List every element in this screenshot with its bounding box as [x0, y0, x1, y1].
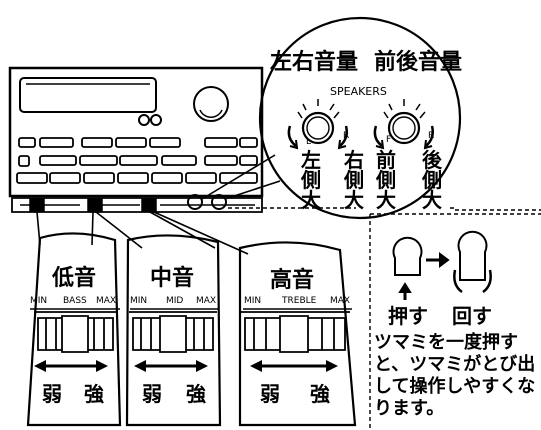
- left-side-char-3: 大: [301, 188, 321, 212]
- front-side-char-2: 側: [376, 168, 396, 192]
- mid-min: MIN: [130, 296, 148, 306]
- front-side-char-1: 前: [376, 148, 396, 172]
- r-mark: R: [343, 131, 350, 141]
- cassette-window: [19, 77, 157, 113]
- fader-title: 前後音量: [374, 50, 463, 75]
- treble-strong: 強: [310, 382, 330, 406]
- left-side-char-2: 側: [301, 168, 321, 192]
- speakers-label: SPEAKERS: [330, 85, 387, 98]
- roller-icon: [138, 114, 150, 126]
- right-side-char-1: 右: [344, 148, 364, 172]
- mid-panel: [125, 234, 222, 427]
- left-side-char-1: 左: [301, 148, 321, 172]
- treble-min: MIN: [244, 296, 262, 306]
- balance-callout-circle: [258, 16, 462, 220]
- slider-strip: [11, 197, 263, 213]
- rotate-arrow-icon: [339, 125, 348, 147]
- balance-knob: [187, 194, 203, 210]
- bass-knob-label: BASS: [63, 296, 87, 306]
- turn-label: 回す: [452, 304, 492, 328]
- volume-knob: [193, 86, 229, 122]
- mid-knob-label: MID: [166, 296, 184, 306]
- rear-side-char-3: 大: [422, 188, 442, 212]
- button-row-3: [16, 172, 48, 184]
- roller-icon: [150, 114, 162, 126]
- treble-knob-label: TREBLE: [282, 296, 317, 306]
- treble-weak: 弱: [260, 382, 280, 406]
- bass-max: MAX: [96, 296, 117, 306]
- button-row-2: [18, 155, 30, 167]
- l-mark: L: [306, 137, 312, 147]
- button-row-1: [18, 137, 36, 148]
- knob-note: ツマミを一度押すと、ツマミがとび出して操作しやすくなります。: [374, 332, 536, 419]
- bass-min: MIN: [30, 296, 48, 306]
- right-side-char-2: 側: [344, 168, 364, 192]
- note-box: [369, 213, 541, 430]
- bass-panel: [26, 232, 122, 427]
- balance-knob-large: [301, 111, 335, 145]
- bass-title: 低音: [52, 266, 97, 291]
- mid-weak: 弱: [142, 382, 162, 406]
- pulled-knob-icon: [457, 230, 488, 281]
- head-unit-outline: [8, 66, 264, 198]
- slider-handle: [87, 198, 103, 212]
- mid-max: MAX: [196, 296, 217, 306]
- rotate-arrow-icon: [373, 125, 383, 147]
- rear-mark: R: [428, 131, 435, 141]
- rear-side-char-1: 後: [422, 148, 442, 172]
- balance-title: 左右音量: [270, 50, 359, 75]
- push-label: 押す: [388, 304, 428, 328]
- f-mark: F: [386, 135, 392, 145]
- push-knob-icon: [392, 236, 423, 276]
- front-side-char-3: 大: [376, 188, 396, 212]
- slider-handle: [141, 198, 157, 212]
- bass-strong: 強: [84, 382, 104, 406]
- mid-title: 中音: [150, 266, 195, 291]
- mid-strong: 強: [186, 382, 206, 406]
- bass-weak: 弱: [42, 382, 62, 406]
- fader-knob-large: [387, 111, 421, 145]
- treble-title: 高音: [270, 268, 315, 293]
- rotate-arrow-icon: [425, 125, 434, 147]
- right-side-char-3: 大: [344, 188, 364, 212]
- rotate-arrow-icon: [287, 125, 297, 147]
- treble-max: MAX: [330, 296, 351, 306]
- fader-knob: [211, 194, 227, 210]
- rear-side-char-2: 側: [422, 168, 442, 192]
